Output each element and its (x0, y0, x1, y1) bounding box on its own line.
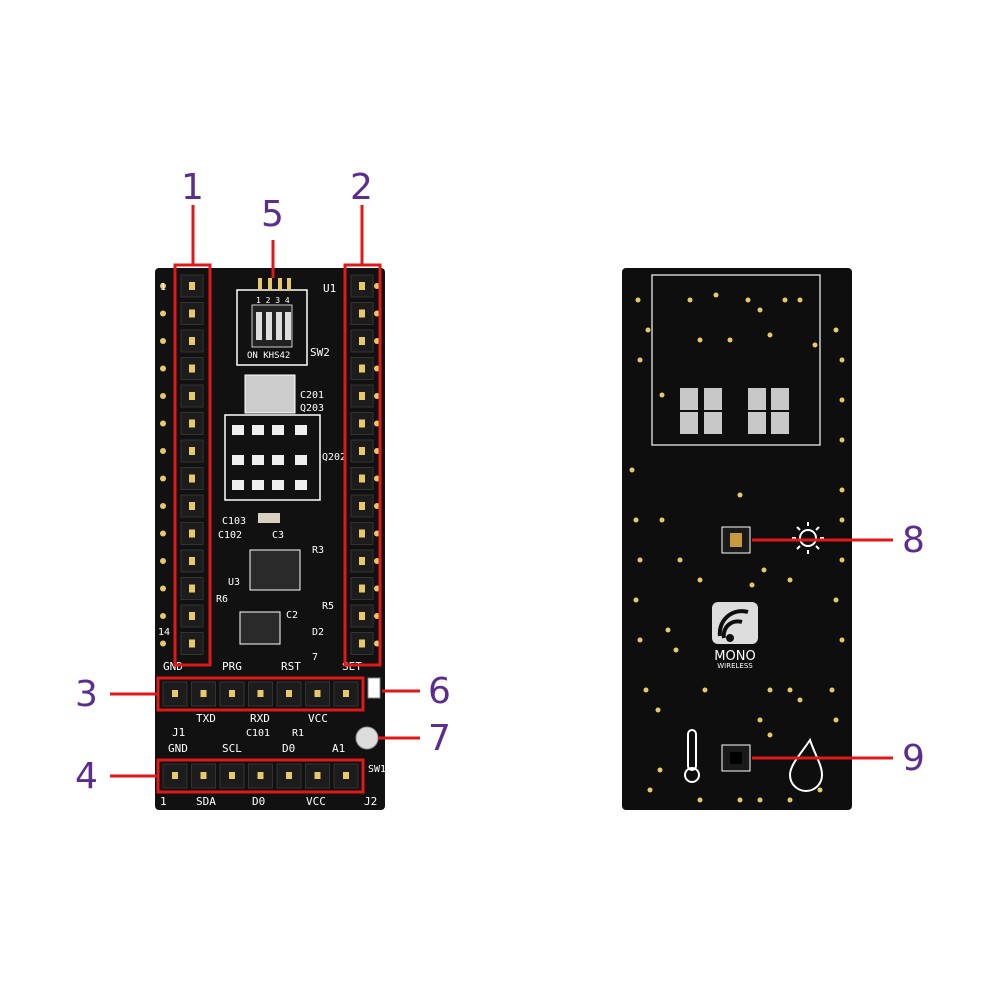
silk-c102: C102 (218, 530, 242, 541)
transistor-pads (232, 425, 307, 490)
silk-switch-text: ON KHS42 (247, 351, 290, 361)
silk-c103: C103 (222, 516, 246, 527)
leader-lines-back (752, 538, 893, 760)
silk-q202: Q202 (322, 452, 346, 463)
silk-gnd-top: GND (163, 660, 183, 673)
silk-d2: D2 (312, 627, 324, 638)
ic-small (239, 611, 281, 645)
logo-line1: MONO (714, 649, 755, 664)
back-pads (680, 388, 789, 434)
silk-gnd-bottom: GND (168, 742, 188, 755)
callout-8: 8 (902, 520, 925, 561)
silk-r3: R3 (312, 545, 324, 556)
silk-u1: U1 (323, 282, 336, 295)
thermometer-icon (684, 729, 700, 783)
silk-row1-right: 7 (312, 652, 318, 663)
header-row-4 (162, 763, 359, 789)
silk-r6: R6 (216, 594, 228, 605)
left-header-pins (180, 274, 204, 655)
callout-1: 1 (181, 167, 204, 208)
silk-r5: R5 (322, 601, 334, 612)
silk-u3: U3 (228, 577, 240, 588)
callout-5: 5 (261, 194, 284, 235)
antenna-area (651, 274, 821, 446)
silk-q203: Q203 (300, 403, 324, 414)
silk-c101: C101 (246, 728, 270, 739)
silk-sw2: SW2 (310, 346, 330, 359)
silk-row1-left: 1 (160, 282, 166, 293)
silk-one-bottom: 1 (160, 795, 167, 808)
silk-vcc-mid: VCC (308, 712, 328, 725)
logo-line2: WIRELESS (717, 662, 753, 670)
silk-j2: J2 (364, 795, 377, 808)
callout-3: 3 (75, 674, 98, 715)
callout-9: 9 (902, 738, 925, 779)
silk-txd: TXD (196, 712, 216, 725)
silk-sw1: SW1 (368, 764, 386, 775)
front-board: U1 SW2 1 2 3 4 ON KHS42 C201 Q203 Q202 C… (110, 205, 420, 810)
silk-switch-marks: 1 2 3 4 (256, 296, 290, 305)
silk-row14: 14 (158, 627, 170, 638)
temp-humidity-sensor (721, 744, 751, 772)
transistor-block (224, 414, 321, 501)
silk-rxd: RXD (250, 712, 270, 725)
header-row-3 (162, 681, 359, 707)
callout-2: 2 (350, 167, 373, 208)
light-sensor-icon (792, 522, 824, 554)
silk-c2: C2 (286, 610, 298, 621)
silk-sda: SDA (196, 795, 216, 808)
button-sw1 (355, 726, 379, 750)
humidity-drop-icon (788, 737, 824, 792)
regulator (244, 374, 296, 414)
back-board: MONO WIRELESS (622, 268, 893, 810)
silk-c201: C201 (300, 390, 324, 401)
silk-d0-top: D0 (282, 742, 295, 755)
edge-pads (160, 283, 380, 647)
right-header-pins (350, 274, 374, 655)
callout-4: 4 (75, 756, 98, 797)
silk-d0-bottom: D0 (252, 795, 265, 808)
silk-rst: RST (281, 660, 301, 673)
silk-vcc-bottom: VCC (306, 795, 326, 808)
leader-lines-front (110, 205, 420, 778)
callout-7: 7 (428, 718, 451, 759)
silk-c3: C3 (272, 530, 284, 541)
mono-wireless-logo: MONO WIRELESS (712, 602, 758, 670)
silk-r1: R1 (292, 728, 304, 739)
front-pcb (155, 268, 385, 810)
led-6 (367, 677, 381, 699)
silk-a1: A1 (332, 742, 345, 755)
dip-switch (236, 278, 308, 366)
silk-prg: PRG (222, 660, 242, 673)
callout-6: 6 (428, 671, 451, 712)
ic-u3 (249, 549, 301, 591)
capacitor-c103 (258, 513, 280, 523)
back-vias (629, 292, 845, 803)
silk-scl: SCL (222, 742, 242, 755)
silk-j1: J1 (172, 726, 185, 739)
